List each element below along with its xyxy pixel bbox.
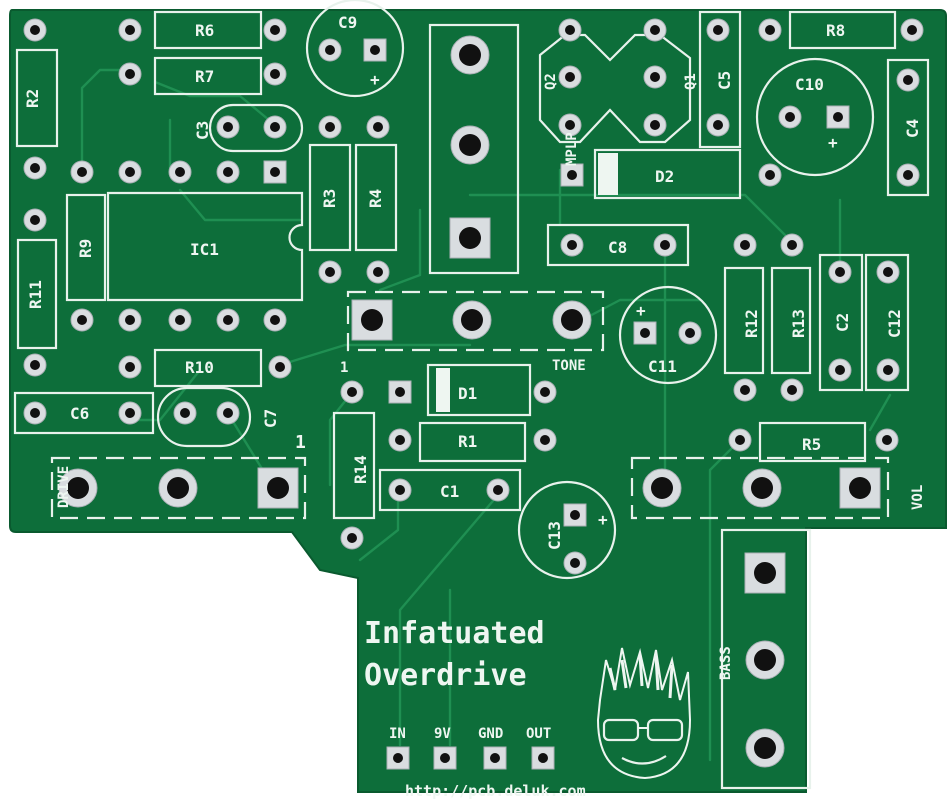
label-c11: C11 xyxy=(648,357,677,376)
title-line1: Infatuated xyxy=(364,616,545,651)
label-r1: R1 xyxy=(458,432,477,451)
label-r4: R4 xyxy=(366,189,385,208)
diodes xyxy=(426,148,742,417)
label-plus-c9: + xyxy=(370,70,380,89)
label-r11: R11 xyxy=(26,280,45,309)
label-c10: C10 xyxy=(795,75,824,94)
label-c5: C5 xyxy=(715,71,734,90)
label-ic1: IC1 xyxy=(190,240,219,259)
resistors xyxy=(15,10,897,520)
board-outline xyxy=(9,9,947,793)
label-q2: Q2 xyxy=(543,73,559,90)
label-c9: C9 xyxy=(338,13,357,32)
mascot-logo-icon xyxy=(596,647,692,780)
copper-traces xyxy=(80,68,892,762)
label-r7: R7 xyxy=(195,67,214,86)
label-q1: Q1 xyxy=(683,73,699,90)
label-one-tone: 1 xyxy=(340,360,348,376)
label-r12: R12 xyxy=(742,309,761,338)
label-c2: C2 xyxy=(833,313,852,332)
label-vol: VOL xyxy=(910,485,926,510)
transistors xyxy=(538,33,692,144)
label-c4: C4 xyxy=(903,119,922,138)
pot-outlines xyxy=(50,23,890,790)
label-r2: R2 xyxy=(23,89,42,108)
label-c13: C13 xyxy=(545,521,564,550)
label-c7: C7 xyxy=(261,409,280,428)
label-c8: C8 xyxy=(608,238,627,257)
label-d1: D1 xyxy=(458,384,477,403)
board-url: http://pcb.deluk.com xyxy=(405,782,586,800)
label-c6: C6 xyxy=(70,404,89,423)
label-plus-c11: + xyxy=(636,301,646,320)
capacitors xyxy=(13,0,930,580)
silkscreen-labels: R2 R6 R7 C3 C9 + R3 R4 R9 IC1 R11 R10 C6… xyxy=(23,13,926,680)
label-r8: R8 xyxy=(826,21,845,40)
title-line2: Overdrive xyxy=(364,658,527,693)
label-d2: D2 xyxy=(655,167,674,186)
label-r9: R9 xyxy=(76,239,95,258)
label-mplp: MPLP xyxy=(564,132,580,166)
label-r6: R6 xyxy=(195,21,214,40)
label-plus-c10: + xyxy=(828,133,838,152)
label-r5: R5 xyxy=(802,435,821,454)
label-c1: C1 xyxy=(440,482,459,501)
label-r14: R14 xyxy=(351,455,370,484)
label-tone: TONE xyxy=(552,358,586,374)
io-labels: IN 9V GND OUT xyxy=(389,726,551,742)
ic1-outline xyxy=(106,191,304,302)
label-drive: DRIVE xyxy=(56,466,72,508)
label-r10: R10 xyxy=(185,358,214,377)
label-one-drive: 1 xyxy=(295,432,306,453)
label-r3: R3 xyxy=(320,189,339,208)
label-c3: C3 xyxy=(193,121,212,140)
label-plus-c13: + xyxy=(598,510,608,529)
board-title: Infatuated Overdrive xyxy=(364,616,545,693)
label-bass: BASS xyxy=(718,646,734,680)
io-out-label: OUT xyxy=(526,726,551,742)
io-gnd-label: GND xyxy=(478,726,503,742)
label-r13: R13 xyxy=(789,309,808,338)
io-in-label: IN xyxy=(389,726,406,742)
label-c12: C12 xyxy=(885,309,904,338)
io-9v-label: 9V xyxy=(434,726,451,742)
